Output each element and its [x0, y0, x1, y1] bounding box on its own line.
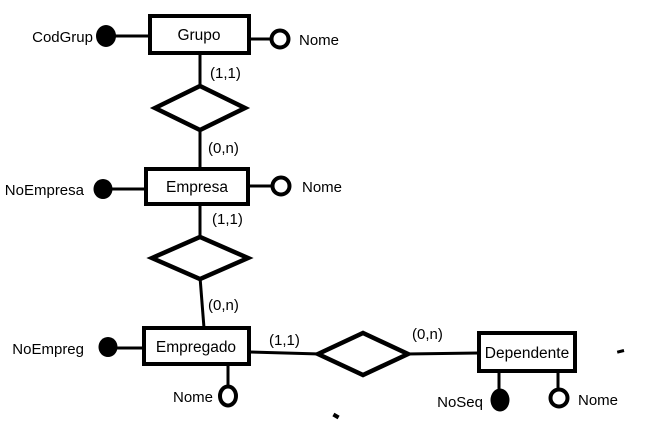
nome-grupo-attribute-icon — [269, 28, 291, 50]
cardinality-grupo-rel1: (1,1) — [210, 65, 241, 82]
nome-empregado-attribute-label: Nome — [173, 389, 213, 406]
relationship-grupo-empresa-diamond — [149, 83, 251, 133]
entity-empresa-box — [144, 167, 250, 206]
entity-dependente-label: Dependente — [485, 345, 569, 362]
noempresa-attribute-label: NoEmpresa — [5, 182, 85, 199]
noempreg-key-attribute-icon — [98, 337, 118, 357]
entity-boxes — [142, 14, 577, 373]
connection-lines — [111, 34, 560, 390]
cardinality-rel2-empregado: (0,n) — [208, 297, 239, 314]
nome-grupo-attribute-label: Nome — [299, 32, 339, 49]
link-rel2-empregado — [198, 276, 206, 329]
entity-empregado-label: Empregado — [156, 339, 236, 356]
nome-dependente-attribute-icon — [548, 387, 570, 409]
cardinality-empresa-rel2: (1,1) — [212, 211, 243, 228]
entity-grupo-box — [148, 14, 251, 55]
entity-empresa-label: Empresa — [166, 179, 228, 196]
noempresa-key-attribute-icon — [93, 179, 113, 199]
nome-empregado-attribute-icon — [218, 384, 238, 408]
plain-attribute-dots — [218, 28, 570, 409]
codgrup-attribute-label: CodGrup — [32, 29, 93, 46]
nome-empresa-attribute-label: Nome — [302, 179, 342, 196]
nome-empresa-attribute-icon — [270, 175, 292, 197]
noseq-key-attribute-icon — [490, 388, 510, 412]
relationship-empregado-dependente-diamond — [312, 330, 414, 378]
nome-dependente-attribute-label: Nome — [578, 392, 618, 409]
entity-dependente-box — [477, 331, 577, 373]
entity-empregado-box — [142, 326, 251, 366]
entity-grupo-label: Grupo — [177, 27, 220, 44]
relationship-empresa-empregado-diamond — [146, 234, 254, 282]
cardinality-rel3-dependente: (0,n) — [412, 326, 443, 343]
relationship-diamonds — [146, 83, 414, 378]
key-attribute-dots — [93, 25, 510, 412]
noempreg-attribute-label: NoEmpreg — [12, 341, 84, 358]
link-rel3-dependente — [405, 351, 480, 356]
cardinality-rel1-empresa: (0,n) — [208, 140, 239, 157]
codgrup-key-attribute-icon — [96, 25, 116, 47]
scan-artifacts — [332, 349, 625, 420]
speck-bottom-center — [332, 412, 340, 420]
speck-right-edge — [616, 349, 625, 354]
cardinality-empregado-rel3: (1,1) — [269, 332, 300, 349]
noseq-attribute-label: NoSeq — [437, 394, 483, 411]
link-empregado-rel3 — [248, 350, 321, 356]
